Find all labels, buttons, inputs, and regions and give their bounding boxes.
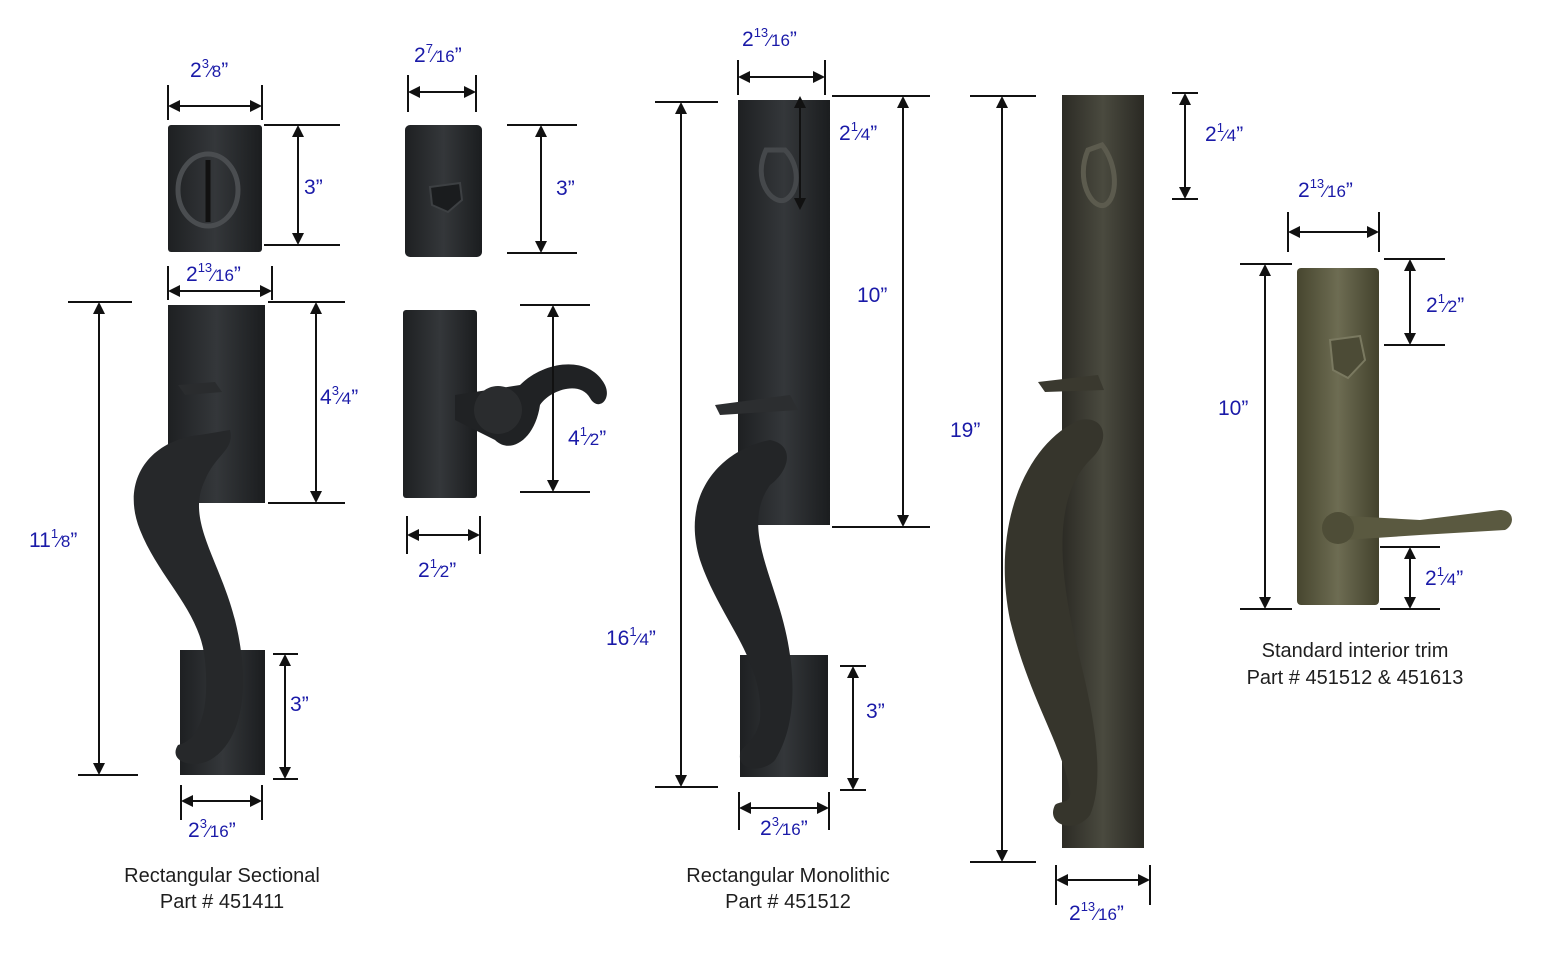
dim-label: 23⁄8” — [190, 56, 228, 82]
monolithic-handleset — [694, 100, 830, 777]
captions: Rectangular Sectional Part # 451411 Rect… — [124, 640, 1463, 913]
dim-label: 41⁄2” — [568, 424, 606, 450]
dim-label: 21⁄2” — [418, 556, 456, 582]
standard-interior-trim — [1297, 268, 1512, 605]
caption-interior-part: Part # 451512 & 451613 — [1247, 667, 1464, 689]
dim-label: 21⁄2” — [1426, 291, 1464, 317]
dimension-labels: 23⁄8” 3” 213⁄16” 43⁄4” 111⁄8” 3” 23⁄16” … — [29, 25, 1464, 925]
interior-lever — [403, 310, 607, 498]
dim-label: 213⁄16” — [1298, 176, 1353, 202]
caption-interior-name: Standard interior trim — [1262, 640, 1449, 662]
dim-label: 23⁄16” — [760, 814, 808, 840]
dim-label: 3” — [304, 176, 323, 199]
dim-label: 21⁄4” — [839, 119, 877, 145]
dim-label: 43⁄4” — [320, 383, 358, 409]
interior-deadbolt-plate — [405, 125, 482, 257]
tall-bronze-handleset — [1004, 95, 1144, 848]
sectional-handle — [133, 305, 265, 775]
sectional-deadbolt-plate — [168, 125, 262, 252]
dim-label: 21⁄4” — [1205, 120, 1243, 146]
dim-label: 10” — [857, 284, 887, 307]
dim-label: 21⁄4” — [1425, 564, 1463, 590]
caption-monolithic-part: Part # 451512 — [725, 891, 851, 913]
dim-label: 213⁄16” — [186, 260, 241, 286]
dim-label: 213⁄16” — [742, 25, 797, 51]
dim-label: 27⁄16” — [414, 41, 462, 67]
caption-monolithic-name: Rectangular Monolithic — [686, 865, 889, 887]
dim-label: 23⁄16” — [188, 816, 236, 842]
dim-label: 10” — [1218, 397, 1248, 420]
dim-label: 3” — [866, 700, 885, 723]
dim-label: 161⁄4” — [606, 624, 656, 650]
dim-label: 111⁄8” — [29, 526, 77, 552]
dim-label: 19” — [950, 419, 980, 442]
caption-sectional-name: Rectangular Sectional — [124, 865, 320, 887]
caption-sectional-part: Part # 451411 — [160, 891, 284, 913]
dimension-lines — [68, 60, 1445, 905]
dim-label: 3” — [556, 177, 575, 200]
dim-label: 213⁄16” — [1069, 899, 1124, 925]
dim-label: 3” — [290, 693, 309, 716]
